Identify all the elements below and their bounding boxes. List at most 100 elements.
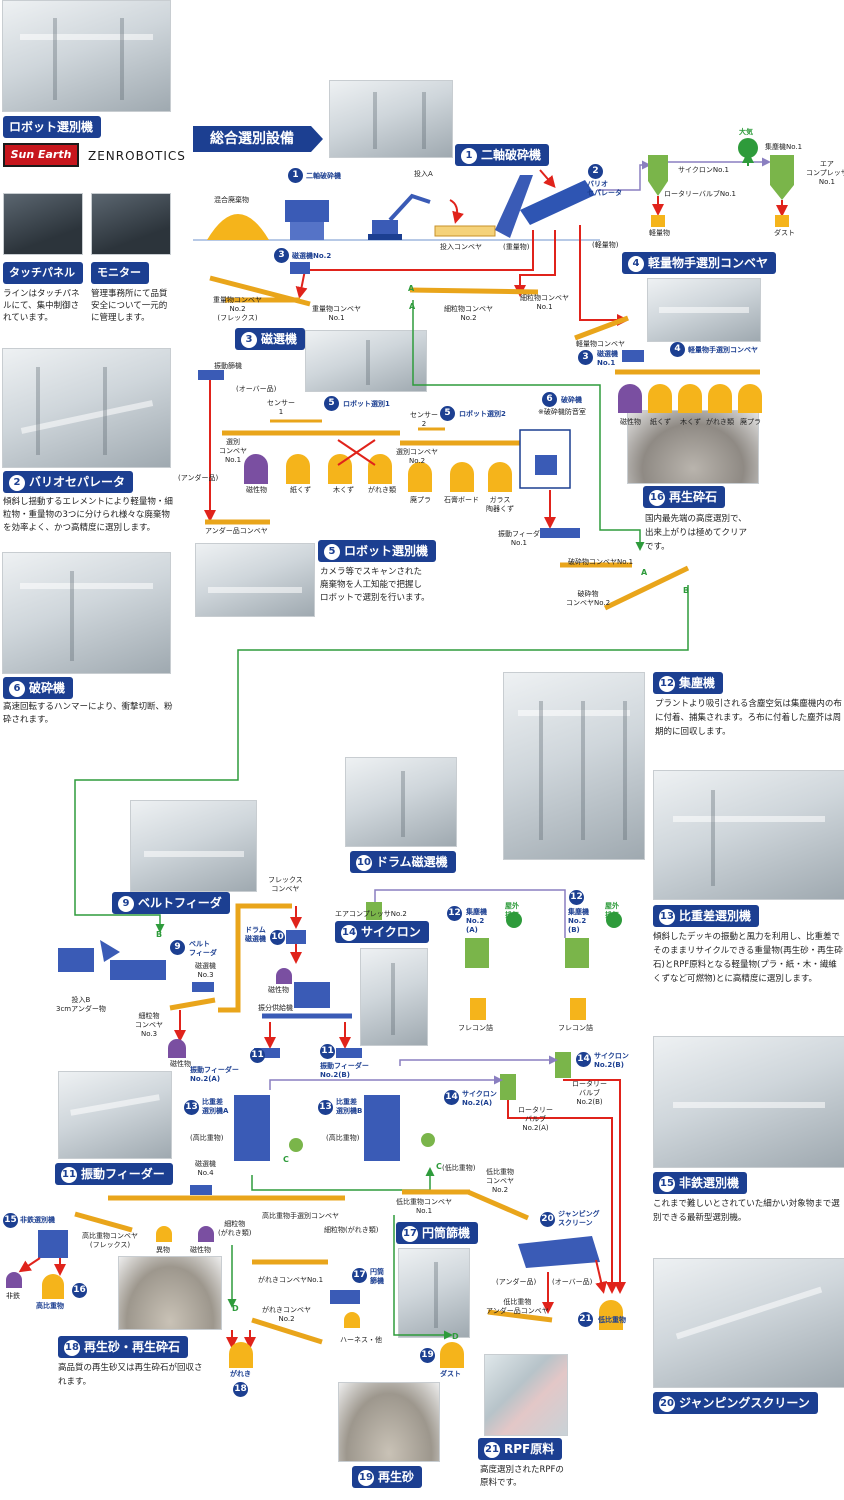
belt-feeder-sub: ベルト フィーダ bbox=[189, 940, 217, 957]
dust2-label: ダスト bbox=[440, 1370, 461, 1378]
num-12a: 12 bbox=[447, 906, 462, 921]
under-conv-label: アンダー品コンベヤ bbox=[205, 527, 268, 535]
air-comp2-label: エアコンプレッサNo.2 bbox=[335, 910, 407, 918]
dc2b-label: 集塵機 No.2 (B) bbox=[568, 908, 589, 934]
mag3-label: 磁選機 No.3 bbox=[195, 962, 216, 979]
crusher-room-label: ※破砕機防音室 bbox=[538, 408, 586, 416]
mixed-waste-label: 混合廃棄物 bbox=[214, 196, 249, 204]
num-11a: 11 bbox=[250, 1048, 265, 1063]
fine-rubble2-label: 細粒物(がれき類) bbox=[324, 1226, 379, 1234]
crusher-room bbox=[519, 429, 571, 489]
heavy-conv1-label: 重量物コンベヤ No.1 bbox=[312, 305, 361, 322]
high-hand-conv-label: 高比重物手選別コンベヤ bbox=[262, 1212, 339, 1220]
gravity-sorter-photo bbox=[653, 770, 844, 900]
mixed-waste-pile bbox=[207, 214, 269, 240]
robot1-label: ロボット選別1 bbox=[343, 400, 390, 408]
non-iron-label: 非鉄 bbox=[6, 1292, 20, 1300]
cyclone-2b bbox=[555, 1052, 571, 1078]
jumping-screen-photo bbox=[653, 1258, 844, 1388]
r2-bin-2: ガラス 陶器くず bbox=[486, 496, 514, 513]
rubble-bin bbox=[229, 1342, 253, 1368]
cyclone1-label: サイクロンNo.1 bbox=[678, 166, 729, 174]
belt-feeder-shape bbox=[110, 960, 166, 980]
dust-collector-photo bbox=[503, 672, 645, 860]
num-3a: 3 bbox=[274, 248, 289, 263]
low-conveyor-no2 bbox=[467, 1189, 529, 1221]
robot-sorter-label: ロボット選別機 bbox=[3, 116, 102, 138]
num-20: 20 bbox=[540, 1212, 555, 1227]
light-bin-0: 磁性物 bbox=[620, 418, 641, 426]
high-flex-label: 高比重物コンベヤ (フレックス) bbox=[82, 1232, 138, 1249]
vib-top-label: 振動篩機 bbox=[214, 362, 242, 370]
nonferrous-photo bbox=[653, 1036, 844, 1168]
r1-bin-0: 磁性物 bbox=[246, 486, 267, 494]
incline-conveyor bbox=[495, 175, 533, 238]
twin-shaft-sub: 二軸破砕機 bbox=[306, 172, 341, 180]
dust-collector-no1 bbox=[770, 155, 794, 185]
magnetic-label-1: 磁性物 bbox=[170, 1060, 191, 1068]
flecon-a: フレコン詰 bbox=[458, 1024, 493, 1032]
vf2b-label: 振動フィーダー No.2(B) bbox=[320, 1062, 369, 1079]
gravity-sorter-b bbox=[364, 1095, 400, 1161]
light-conveyor bbox=[574, 315, 629, 341]
monitor-label: モニター bbox=[91, 262, 149, 284]
outdoor-b: 屋外 排気 bbox=[605, 902, 619, 919]
dc2a-label: 集塵機 No.2 (A) bbox=[466, 908, 487, 934]
foreign-label: 異物 bbox=[156, 1246, 170, 1254]
num-3b: 3 bbox=[578, 350, 593, 365]
dust-collector-2a bbox=[465, 938, 489, 968]
letter-a2: A bbox=[409, 302, 416, 311]
num-10: 10 bbox=[270, 930, 285, 945]
letter-b2: B bbox=[156, 930, 163, 939]
harness-label: ハーネス・他 bbox=[340, 1336, 382, 1344]
mag4-label: 磁選機 No.4 bbox=[195, 1160, 216, 1177]
over-label: (オーバー品) bbox=[236, 385, 277, 393]
excavator bbox=[372, 220, 398, 236]
letter-c2: C bbox=[436, 1162, 442, 1171]
cylinder-sieve-photo bbox=[398, 1248, 470, 1338]
num-9: 9 bbox=[170, 940, 185, 955]
num-12b: 12 bbox=[569, 890, 584, 905]
monitor-photo bbox=[91, 193, 171, 255]
high-label-a: (高比重物) bbox=[190, 1134, 224, 1142]
over2-label: (オーバー品) bbox=[552, 1278, 593, 1286]
light-b-label: (軽量物) bbox=[592, 241, 619, 249]
r1-bin-1: 紙くず bbox=[290, 486, 311, 494]
heavy-label: (重量物) bbox=[503, 243, 530, 251]
letter-d1: D bbox=[232, 1304, 239, 1313]
letter-a3: A bbox=[641, 568, 648, 577]
num-17: 17 bbox=[352, 1268, 367, 1283]
outdoor-a: 屋外 排気 bbox=[505, 902, 519, 919]
cyc2b-label: サイクロン No.2(B) bbox=[594, 1052, 629, 1069]
vario-sub: バリオ セパレータ bbox=[587, 180, 622, 197]
low-under-conv-label: 低比重物 アンダー品コンベヤ bbox=[486, 1298, 549, 1315]
high-flex-conveyor bbox=[74, 1211, 133, 1233]
twin-shaft-photo bbox=[329, 80, 453, 158]
input-a-label: 投入A bbox=[414, 170, 433, 178]
jumping-sub: ジャンピング スクリーン bbox=[558, 1210, 600, 1227]
twin-shaft-crusher bbox=[285, 200, 329, 222]
air-comp1-label: エア コンプレッサ No.1 bbox=[806, 160, 844, 186]
sunearth-logo: Sun Earth bbox=[3, 143, 79, 167]
drum-magnetic-photo bbox=[345, 757, 457, 847]
robot2-label: ロボット選別2 bbox=[459, 410, 506, 418]
dc1-label: 集塵機No.1 bbox=[765, 143, 803, 151]
num-2: 2 bbox=[588, 164, 603, 179]
air-label: 大気 bbox=[739, 128, 753, 136]
num-6: 6 bbox=[542, 392, 557, 407]
robot-sorter2-photo bbox=[195, 543, 315, 617]
num-4: 4 bbox=[670, 342, 685, 357]
low-conv2-label: 低比重物 コンベヤ No.2 bbox=[486, 1168, 514, 1194]
light-conv-label: 軽量物コンベヤ bbox=[576, 340, 625, 348]
recycled-sand-photo bbox=[118, 1256, 222, 1330]
sand-photo bbox=[338, 1382, 440, 1462]
heavy-conv2-label: 重量物コンベヤ No.2 (フレックス) bbox=[213, 296, 262, 322]
